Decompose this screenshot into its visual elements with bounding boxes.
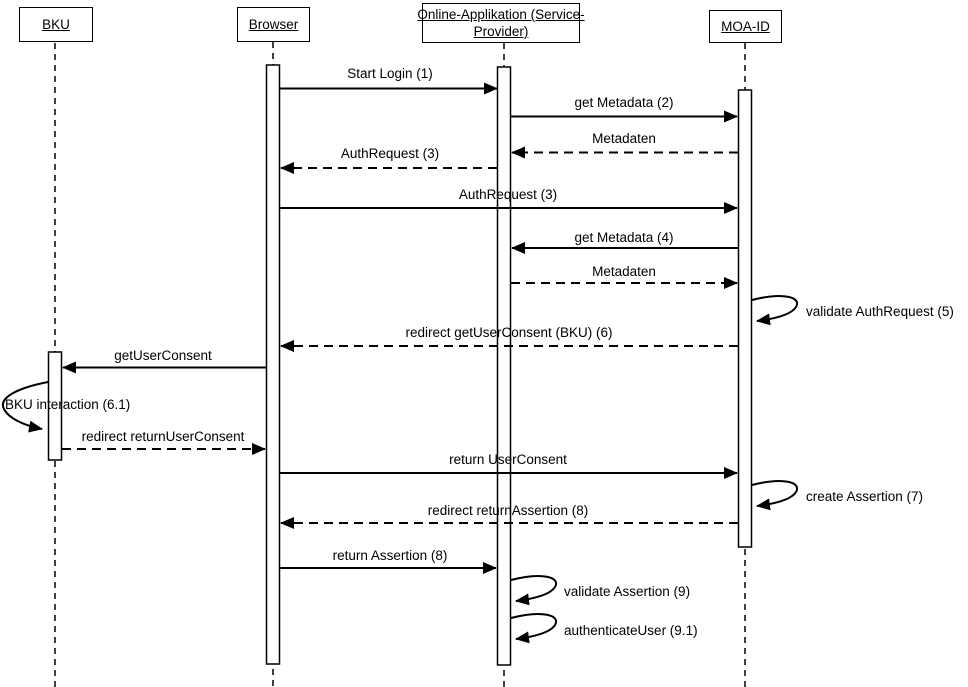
message-label-authrequest-3: AuthRequest (3) — [458, 187, 558, 202]
message-label-metadaten-2: Metadaten — [592, 264, 656, 279]
activation-bar-online-app — [496, 66, 512, 666]
actor-label-online-app-line2: Provider) — [473, 24, 529, 39]
actor-label-online-app-line1: Online-Applikation (Service- — [417, 7, 585, 22]
message-label-redirect-returnassertion: redirect returnAssertion (8) — [427, 503, 589, 518]
message-label-metadaten-1: Metadaten — [592, 131, 656, 146]
message-label-validate-authrequest: validate AuthRequest (5) — [806, 304, 954, 319]
activation-bar-moa-id — [737, 89, 753, 548]
message-label-validate-assertion: validate Assertion (9) — [564, 584, 691, 599]
message-label-return-userconsent: return UserConsent — [449, 452, 567, 467]
actor-box-moa-id: MOA-ID — [709, 10, 782, 43]
message-label-redirect-getuserconsent: redirect getUserConsent (BKU) (6) — [405, 325, 613, 340]
self-message-validate-assertion — [510, 575, 558, 606]
actor-label-moa-id: MOA-ID — [721, 19, 770, 34]
message-label-return-assertion: return Assertion (8) — [332, 548, 448, 563]
message-label-bku-interaction: BKU interaction (6.1) — [5, 397, 131, 412]
message-label-authrequest-3-return: AuthRequest (3) — [340, 146, 440, 161]
message-label-start-login: Start Login (1) — [347, 66, 433, 81]
message-label-getuserconsent: getUserConsent — [114, 348, 212, 363]
message-label-create-assertion: create Assertion (7) — [806, 489, 924, 504]
actor-box-online-app: Online-Applikation (Service- Provider) — [417, 3, 585, 43]
message-label-redirect-returnuserconsent: redirect returnUserConsent — [81, 429, 245, 444]
actor-label-bku: BKU — [42, 17, 70, 32]
activation-bar-browser — [265, 64, 281, 665]
actor-box-browser: Browser — [237, 7, 310, 42]
self-message-validate-authrequest — [751, 295, 799, 326]
message-label-get-metadata-4: get Metadata (4) — [574, 230, 674, 245]
actor-label-browser: Browser — [248, 17, 299, 32]
self-message-bku-interaction — [1, 381, 49, 433]
actor-box-bku: BKU — [19, 7, 93, 42]
message-label-authenticateuser: authenticateUser (9.1) — [564, 623, 698, 638]
activation-bar-bku — [47, 351, 63, 461]
message-label-get-metadata-2: get Metadata (2) — [574, 95, 674, 110]
self-message-authenticateuser — [510, 613, 558, 644]
self-message-create-assertion — [751, 480, 799, 511]
